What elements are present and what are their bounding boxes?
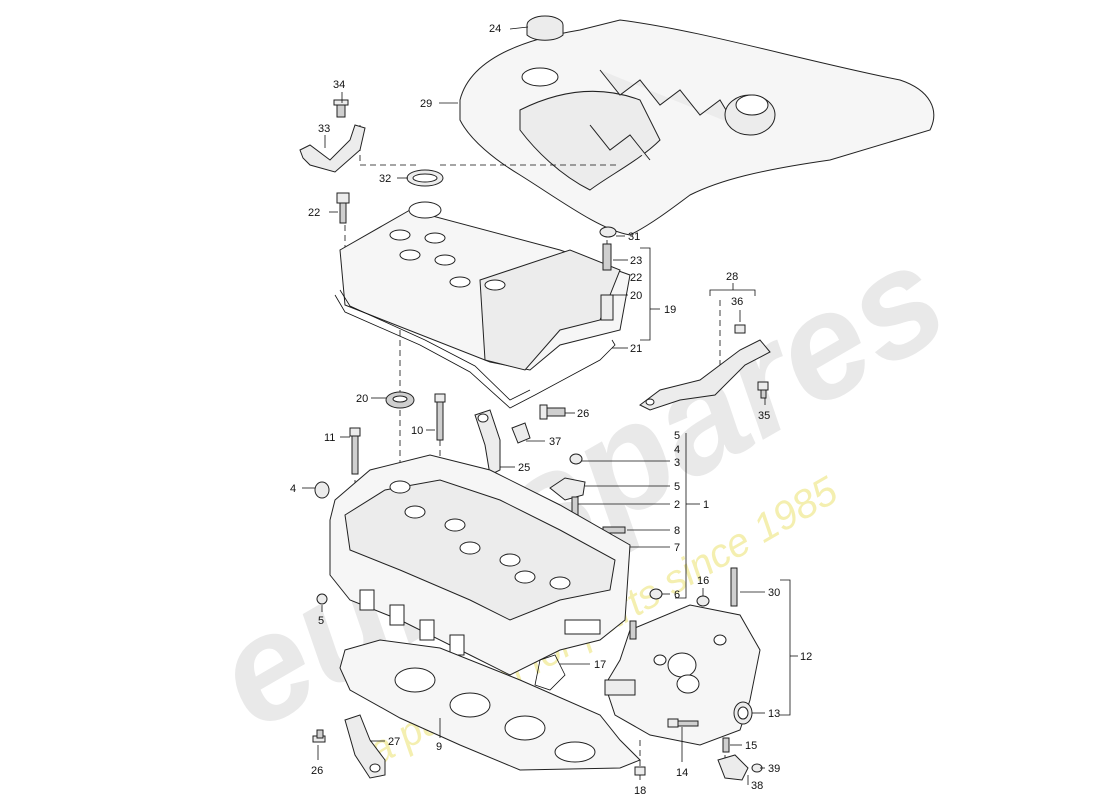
callout-26b: 26: [311, 765, 323, 777]
callout-13: 13: [768, 708, 780, 720]
callout-20: 20: [630, 290, 642, 302]
callout-7: 7: [674, 542, 680, 554]
head-gasket: [339, 639, 641, 771]
callout-38: 38: [751, 780, 763, 792]
plug-4: [314, 481, 330, 499]
bracket-25: [474, 404, 566, 476]
head-bolt-10: [434, 393, 446, 441]
callout-21: 21: [630, 343, 642, 355]
callout-14: 14: [676, 767, 688, 779]
bolt-23: [599, 226, 617, 321]
bolt-22: [336, 192, 350, 224]
leader-lines: [302, 26, 798, 785]
callout-28: 28: [726, 271, 738, 283]
engine-cover: [459, 15, 935, 236]
sensor-38: [717, 754, 763, 781]
callout-36: 36: [731, 296, 743, 308]
callout-20b: 20: [356, 393, 368, 405]
pin-timing: [629, 620, 637, 640]
callout-22: 22: [308, 207, 320, 219]
callout-16: 16: [697, 575, 709, 587]
callout-17: 17: [594, 659, 606, 671]
callout-29: 29: [420, 98, 432, 110]
callout-23: 23: [630, 255, 642, 267]
valve-cover: [339, 201, 631, 371]
callout-4: 4: [290, 483, 296, 495]
head-bolt-11: [349, 427, 361, 475]
callout-5c: 5: [318, 615, 324, 627]
callout-10: 10: [411, 425, 423, 437]
stud-30: [730, 567, 738, 607]
callouts: 24 29 34 33 32 22 31 23 22 20 19 21 20 1…: [290, 23, 812, 797]
callout-32: 32: [379, 173, 391, 185]
callout-1: 1: [703, 499, 709, 511]
callout-39: 39: [768, 763, 780, 775]
clip-37: [511, 422, 531, 444]
callout-31: 31: [628, 231, 640, 243]
cylinder-head: [329, 454, 631, 676]
callout-19: 19: [664, 304, 676, 316]
gasket-21: [334, 294, 616, 409]
timing-case: [604, 604, 761, 746]
callout-37: 37: [549, 436, 561, 448]
callout-8: 8: [674, 525, 680, 537]
callout-4b: 4: [674, 444, 680, 456]
callout-11: 11: [324, 432, 335, 444]
seal-16: [696, 595, 710, 607]
bolt-15: [722, 737, 730, 753]
callout-12: 12: [800, 651, 812, 663]
callout-2: 2: [674, 499, 680, 511]
callout-26: 26: [577, 408, 589, 420]
callout-27: 27: [388, 736, 400, 748]
callout-6: 6: [674, 589, 680, 601]
bolt-18: [634, 766, 646, 776]
bracket-27: [312, 714, 386, 779]
seal-17: [534, 654, 566, 691]
callout-15: 15: [745, 740, 757, 752]
callout-30: 30: [768, 587, 780, 599]
callout-22b: 22: [630, 272, 642, 284]
valve-lifter: [549, 453, 586, 518]
callout-5b: 5: [674, 481, 680, 493]
callout-25: 25: [518, 462, 530, 474]
callout-3: 3: [674, 457, 680, 469]
callout-9: 9: [436, 741, 442, 753]
callout-5: 5: [674, 430, 680, 442]
callout-35: 35: [758, 410, 770, 422]
plug-6: [649, 588, 663, 600]
callout-24: 24: [489, 23, 501, 35]
bolt-14: [667, 718, 699, 728]
bracket-33: [299, 99, 366, 173]
callout-18: 18: [634, 785, 646, 797]
callout-34: 34: [333, 79, 345, 91]
plug-5: [316, 593, 328, 605]
bracket-28: [639, 324, 771, 411]
callout-33: 33: [318, 123, 330, 135]
